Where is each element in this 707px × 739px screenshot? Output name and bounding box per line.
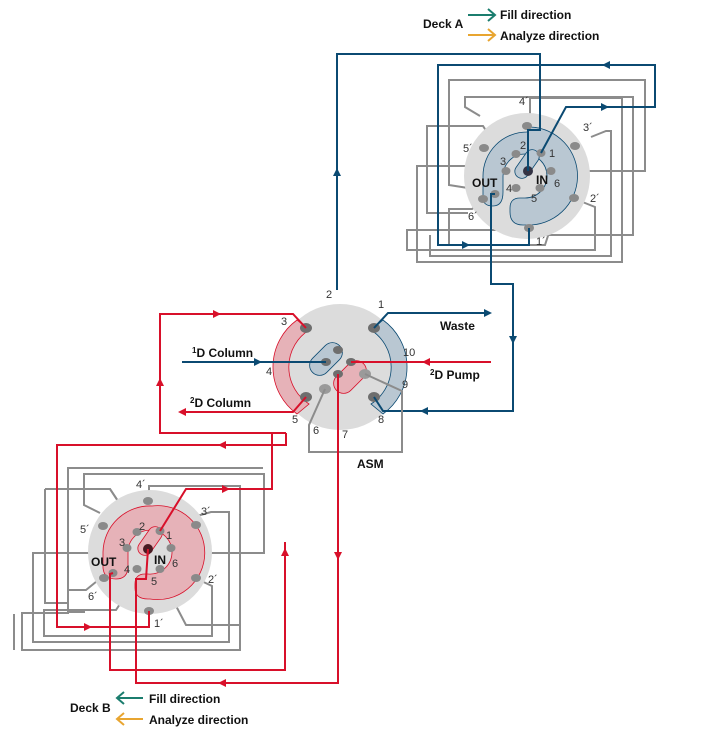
deck-a-port-4p: 4´ [519, 96, 529, 108]
asm-port-1: 1 [378, 299, 384, 311]
analyze-arrow-right-icon [468, 28, 497, 42]
deck-b-port-5: 5 [151, 576, 157, 588]
deck-a-valve: 4´ 3´ 5´ 2´ 6´ 1´ 2 1 3 6 4 5 OUT IN [333, 53, 656, 415]
deck-b-port-6p: 6´ [88, 591, 98, 603]
deck-b-ports [98, 497, 201, 615]
asm-port-10: 10 [403, 347, 415, 359]
legend-b-fill-label: Fill direction [149, 692, 220, 706]
deck-b-port-3p: 3´ [201, 506, 211, 518]
deck-a-port-5: 5 [531, 193, 537, 205]
2d-column-line [186, 396, 307, 413]
deck-a-port-1: 1 [549, 148, 555, 160]
deck-b-port-4p: 4´ [136, 479, 146, 491]
asm-loop-6-9 [308, 373, 403, 453]
asm-port-9: 9 [402, 379, 408, 391]
legend-deck-b: Deck B Fill direction Analyze direction [70, 691, 248, 727]
legend-b-analyze-label: Analyze direction [149, 713, 248, 727]
asm-port-8: 8 [378, 414, 384, 426]
deck-a-port-2: 2 [520, 140, 526, 152]
fill-arrow-right-icon [468, 8, 497, 22]
2d-column-label: 2D Column [190, 396, 251, 410]
waste-label: Waste [440, 319, 475, 333]
legend-a-deck-label: Deck A [423, 17, 464, 31]
deck-b-in-label: IN [154, 553, 166, 567]
deck-b-port-3: 3 [119, 537, 125, 549]
deck-a-port-5p: 5´ [463, 143, 473, 155]
legend-a-analyze-label: Analyze direction [500, 29, 599, 43]
deck-a-out-label: OUT [472, 176, 498, 190]
asm-valve: 2 1 3 4 5 6 7 8 9 10 ASM Waste 1D Column… [178, 289, 492, 471]
deck-b-port-4: 4 [124, 564, 130, 576]
asm-port-5: 5 [292, 414, 298, 426]
deck-a-port-6p: 6´ [468, 211, 478, 223]
deck-a-port-6: 6 [554, 178, 560, 190]
asm-port-3: 3 [281, 316, 287, 328]
asm-port-4: 4 [266, 366, 272, 378]
deck-b-port-6: 6 [172, 558, 178, 570]
deck-b-port-1: 1 [166, 530, 172, 542]
1d-column-label: 1D Column [192, 346, 253, 360]
legend-b-deck-label: Deck B [70, 701, 111, 715]
deck-a-port-1p: 1´ [536, 236, 546, 248]
deck-b-valve: 4´ 3´ 5´ 2´ 6´ 1´ 2 1 3 6 4 5 OUT IN [13, 310, 342, 687]
deck-a-port-2p: 2´ [590, 193, 600, 205]
asm-red-channel [272, 319, 310, 415]
2d-pump-label: 2D Pump [430, 368, 480, 382]
deck-a-blue-lines [333, 53, 656, 415]
deck-a-port-4: 4 [506, 183, 512, 195]
fill-arrow-left-icon [115, 691, 143, 705]
analyze-arrow-left-icon [115, 712, 143, 726]
asm-label: ASM [357, 457, 384, 471]
deck-a-port-3p: 3´ [583, 122, 593, 134]
deck-b-out-label: OUT [91, 555, 117, 569]
deck-a-port-3: 3 [500, 156, 506, 168]
asm-port-2: 2 [326, 289, 332, 301]
deck-b-port-2: 2 [139, 521, 145, 533]
deck-a-ports [478, 122, 580, 232]
deck-b-port-5p: 5´ [80, 524, 90, 536]
asm-port-6: 6 [313, 425, 319, 437]
legend-deck-a: Deck A Fill direction Analyze direction [423, 8, 599, 43]
deck-b-port-2p: 2´ [208, 574, 218, 586]
asm-port-7: 7 [342, 429, 348, 441]
deck-a-in-label: IN [536, 173, 548, 187]
asm-blue-channel [370, 319, 408, 415]
waste-line [373, 312, 485, 329]
deck-b-port-1p: 1´ [154, 618, 164, 630]
deck-b-red-lines [56, 310, 342, 687]
legend-a-fill-label: Fill direction [500, 8, 571, 22]
